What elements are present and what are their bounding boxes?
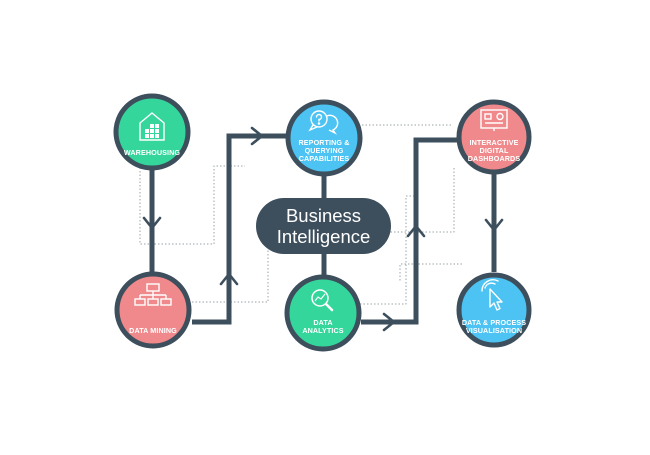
- arrow-down-warehouse: [142, 216, 162, 230]
- node-data-analytics-circle: [284, 274, 362, 352]
- node-dashboards-circle: [456, 99, 532, 175]
- flow-mining-to-reporting: [192, 133, 287, 325]
- dotted-line-warehouse: [139, 164, 245, 245]
- node-data-mining: DATA MINING: [114, 271, 192, 349]
- flow-analytics-to-dashboards: [361, 137, 461, 325]
- hierarchy-icon: [134, 283, 172, 306]
- arrow-down-visualisation: [484, 218, 504, 232]
- arrow-right-analytics: [382, 312, 396, 332]
- node-data-analytics: DATA ANALYTICS: [284, 274, 362, 352]
- flow-connectors: [149, 133, 497, 325]
- dotted-line-right-top: [380, 168, 455, 233]
- node-data-analytics-label-line2: ANALYTICS: [302, 326, 343, 335]
- node-dashboards-label-line1: INTERACTIVE: [469, 138, 518, 147]
- warehouse-icon: [139, 112, 165, 141]
- center-title-line2: Intelligence: [277, 226, 371, 247]
- arrow-up-mining: [219, 272, 239, 286]
- node-visualisation-label-line1: DATA & PROCESS: [462, 318, 526, 327]
- center-title-line1: Business: [286, 205, 361, 226]
- arrows: [142, 126, 504, 332]
- node-dashboards: INTERACTIVE DIGITAL DASHBOARDS: [456, 99, 532, 175]
- dotted-line-right-bottom: [399, 263, 462, 282]
- dashboard-icon: [480, 109, 508, 131]
- node-warehousing-label: WAREHOUSING: [124, 148, 181, 157]
- magnifier-chart-icon: [311, 289, 334, 312]
- dotted-line-mining: [192, 232, 269, 303]
- dotted-connectors: [139, 124, 462, 305]
- node-visualisation: DATA & PROCESS VISUALISATION: [456, 272, 532, 348]
- node-dashboards-label-line3: DASHBOARDS: [468, 154, 521, 163]
- arrow-right-reporting: [250, 126, 264, 146]
- node-data-analytics-label-line1: DATA: [313, 318, 332, 327]
- node-visualisation-label-line2: VISUALISATION: [466, 326, 522, 335]
- node-dashboards-label-line2: DIGITAL: [480, 146, 509, 155]
- cursor-click-icon: [481, 279, 503, 311]
- center-pill: Business Intelligence: [256, 198, 391, 254]
- arrow-up-dashboards: [406, 224, 426, 238]
- node-reporting: REPORTING & QUERYING CAPABILITIES: [285, 99, 363, 177]
- question-bubbles-icon: [308, 110, 339, 135]
- node-visualisation-circle: [456, 272, 532, 348]
- node-warehousing: WAREHOUSING: [113, 93, 191, 171]
- center-pill-shape: [256, 198, 391, 254]
- node-data-mining-label: DATA MINING: [129, 326, 177, 335]
- node-data-mining-circle: [114, 271, 192, 349]
- node-reporting-label-line1: REPORTING &: [298, 138, 349, 147]
- node-reporting-circle: [285, 99, 363, 177]
- dotted-line-bottom: [360, 195, 415, 305]
- node-reporting-label-line3: CAPABILITIES: [299, 154, 350, 163]
- node-reporting-label-line2: QUERYING: [305, 146, 344, 155]
